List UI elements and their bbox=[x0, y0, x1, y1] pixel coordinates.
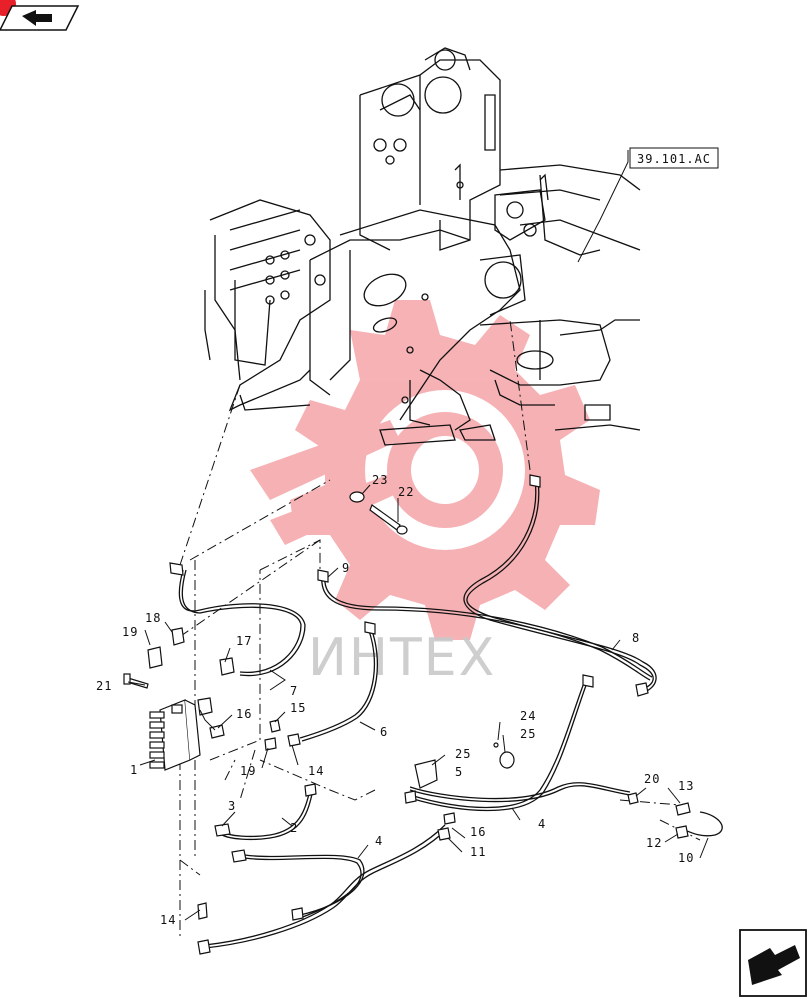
label-12: 12 bbox=[646, 836, 662, 850]
fitting-15 bbox=[269, 719, 281, 733]
label-19b: 19 bbox=[240, 764, 256, 778]
book-arrow-icon[interactable] bbox=[0, 5, 80, 31]
label-24: 24 bbox=[520, 709, 536, 723]
next-page-arrow-icon[interactable] bbox=[739, 929, 807, 997]
label-14b: 14 bbox=[160, 913, 176, 927]
label-16a: 16 bbox=[236, 707, 252, 721]
label-14a: 14 bbox=[308, 764, 324, 778]
machine-frame bbox=[204, 47, 641, 446]
label-19a: 19 bbox=[122, 625, 138, 639]
hose-6 bbox=[299, 627, 376, 739]
hose-5 bbox=[409, 785, 631, 803]
label-5: 5 bbox=[455, 765, 463, 779]
label-16b: 16 bbox=[470, 825, 486, 839]
label-3: 3 bbox=[228, 799, 236, 813]
fitting-14b bbox=[197, 902, 208, 920]
label-20: 20 bbox=[644, 772, 660, 786]
watermark-text: ИНТЕХ bbox=[308, 628, 496, 688]
ring-25 bbox=[499, 751, 515, 769]
label-22: 22 bbox=[398, 485, 414, 499]
label-4a: 4 bbox=[538, 817, 546, 831]
label-2: 2 bbox=[290, 821, 298, 835]
fitting-201 bbox=[197, 697, 213, 716]
reference-tag-text: 39.101.AC bbox=[637, 152, 711, 166]
fitting-13 bbox=[675, 802, 691, 816]
fitting-14 bbox=[287, 733, 301, 747]
label-25b: 25 bbox=[520, 727, 536, 741]
label-25a: 25 bbox=[455, 747, 471, 761]
fitting-19 bbox=[147, 646, 163, 669]
watermark-logo bbox=[250, 300, 600, 640]
hose-2 bbox=[221, 789, 311, 838]
label-10: 10 bbox=[678, 851, 694, 865]
components bbox=[123, 474, 691, 955]
label-6: 6 bbox=[380, 725, 388, 739]
label-1: 1 bbox=[130, 763, 138, 777]
fitting-18 bbox=[171, 627, 185, 646]
hose-10 bbox=[679, 811, 723, 837]
fitting-20 bbox=[627, 792, 639, 805]
fitting-19b bbox=[264, 737, 277, 751]
hose-4-lower bbox=[204, 824, 446, 946]
fitting-16b bbox=[443, 812, 456, 825]
label-15: 15 bbox=[290, 701, 306, 715]
label-4b: 4 bbox=[375, 834, 383, 848]
reference-tag[interactable]: 39.101.AC bbox=[629, 147, 719, 169]
fitting-17 bbox=[219, 657, 235, 676]
label-11: 11 bbox=[470, 845, 486, 859]
label-18: 18 bbox=[145, 611, 161, 625]
hose-7 bbox=[178, 569, 306, 677]
label-9: 9 bbox=[342, 561, 350, 575]
hose-8 bbox=[463, 479, 654, 691]
label-8: 8 bbox=[632, 631, 640, 645]
fitting-12 bbox=[675, 825, 689, 839]
fitting-lower bbox=[197, 939, 211, 955]
label-7: 7 bbox=[290, 684, 298, 698]
part-labels: 23 22 9 8 18 19 17 21 7 16 15 24 6 25 25… bbox=[96, 473, 694, 927]
label-leaders bbox=[127, 150, 709, 921]
pin-24 bbox=[493, 742, 499, 748]
label-17: 17 bbox=[236, 634, 252, 648]
hose-4-mid bbox=[244, 854, 365, 916]
label-21: 21 bbox=[96, 679, 112, 693]
label-23: 23 bbox=[372, 473, 388, 487]
manifold-block bbox=[149, 699, 201, 771]
label-13: 13 bbox=[678, 779, 694, 793]
hose-group bbox=[178, 479, 723, 949]
fitting-11 bbox=[437, 827, 451, 841]
clip-25 bbox=[414, 759, 438, 789]
hose-4-right bbox=[409, 679, 586, 809]
washer-23 bbox=[349, 491, 365, 503]
